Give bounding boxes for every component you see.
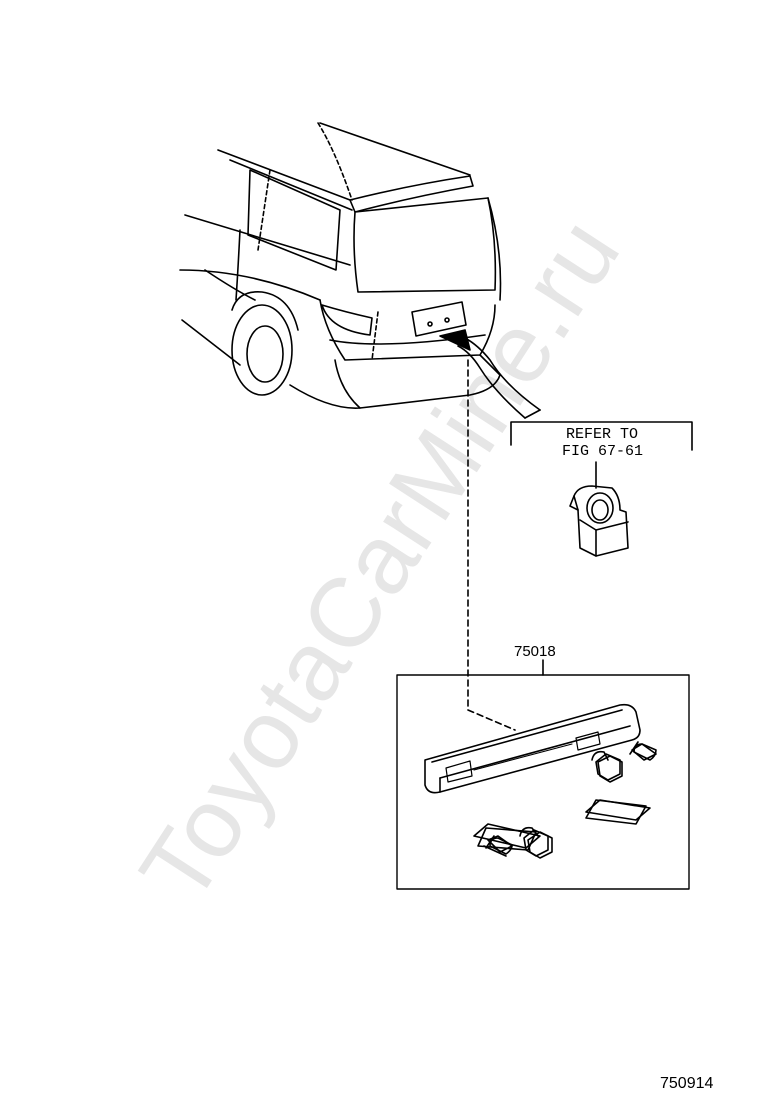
license-lamp-illustration	[569, 461, 629, 557]
refer-note-line1: REFER TO	[566, 426, 639, 443]
vehicle-rear-illustration	[179, 122, 502, 409]
pointer-arrow	[439, 329, 541, 419]
refer-bracket	[510, 421, 693, 451]
figure-number: 750914	[660, 1075, 714, 1092]
screws-and-clips	[473, 741, 657, 859]
refer-note-line2: FIG 67-61	[562, 443, 644, 460]
leader-line	[467, 359, 516, 731]
garnish-illustration	[424, 703, 641, 794]
part-number-label: 75018	[514, 643, 556, 660]
seal-pads	[477, 799, 647, 851]
